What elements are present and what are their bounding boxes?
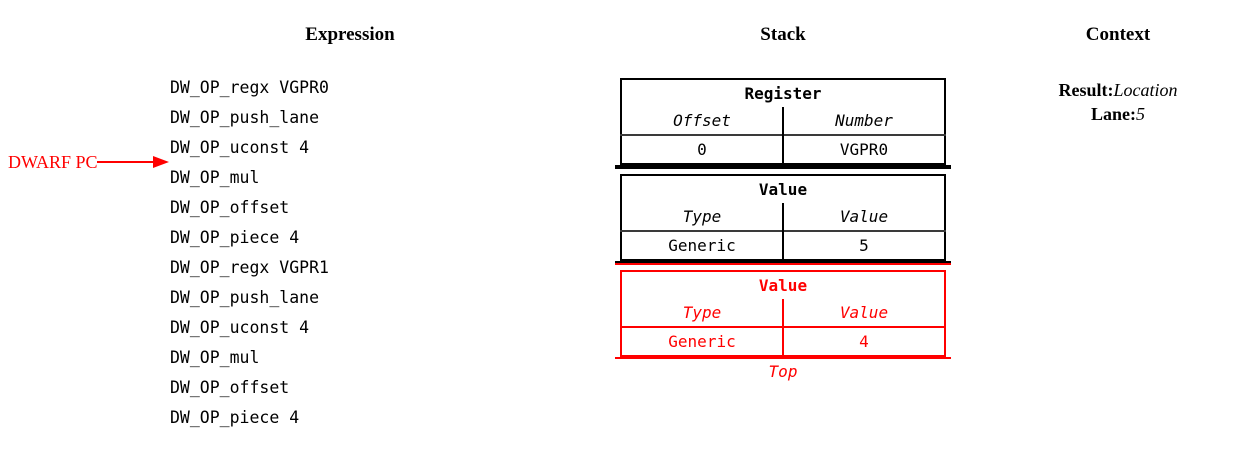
expression-line: DW_OP_uconst 4 [170,318,310,337]
stack-frame-title: Register [744,84,822,103]
expression-line: DW_OP_mul [170,348,260,367]
stack-frame-column-header: Value [839,207,889,226]
stack-top-label: Top [768,362,798,381]
context-entry: Result:Location [1018,78,1218,102]
context-entry-value: Location [1113,80,1178,100]
stack-frame-cell: Generic [621,326,784,356]
stack-frame-cell: VGPR0 [783,134,945,164]
stack-frame-title-row: Value [621,271,945,299]
expression-line: DW_OP_regx VGPR0 [170,78,329,97]
expression-line: DW_OP_push_lane [170,108,320,127]
stack-frame-column-header: Type [621,203,784,231]
context-entry-key: Lane: [1091,104,1136,124]
stack-frame-column-header: Number [835,111,893,130]
expression-line: DW_OP_regx VGPR1 [170,258,329,277]
expression-line: DW_OP_piece 4 [170,228,300,247]
expression-line: DW_OP_offset [170,378,290,397]
stack-frame-column-header: Type [621,299,784,327]
stack-frame-title-row: Value [621,175,945,203]
stack-frame-separator [615,165,951,169]
arrow-right-icon [96,156,169,168]
stack-frame-title: Value [758,180,808,199]
expression-line: DW_OP_mul [170,168,260,187]
stack-frame-cell: 0 [621,134,784,164]
column-heading-stack: Stack [760,24,806,45]
expression-line: DW_OP_push_lane [170,288,320,307]
expression-line: DW_OP_uconst 4 [170,138,310,157]
column-heading-context: Context [1085,24,1151,45]
stack-frame-cell: 5 [783,230,945,260]
stack-frame-column-header: Offset [621,107,784,135]
dwarf-pc-marker: DWARF PC [8,148,169,176]
context-entry-value: 5 [1136,104,1145,124]
stack-frame-column-header: Value [839,303,889,322]
stack-frame-header-row: Type Value [621,299,945,327]
stack-frame-title-row: Register [621,79,945,107]
stack-frame-cell: Generic [621,230,784,260]
column-heading-expression: Expression [305,24,395,45]
stack-frame-title: Value [758,276,808,295]
stack-frame-cell: 4 [783,326,945,356]
stack-top-rule [615,357,951,359]
stack-frame-header-row: Offset Number [621,107,945,135]
stack-frame-header-row: Type Value [621,203,945,231]
context-entry: Lane:5 [1018,102,1218,126]
expression-line: DW_OP_piece 4 [170,408,300,427]
context-entry-key: Result: [1058,80,1114,100]
dwarf-pc-label: DWARF PC [8,151,98,172]
expression-line: DW_OP_offset [170,198,290,217]
stack-frame-separator [615,261,951,265]
